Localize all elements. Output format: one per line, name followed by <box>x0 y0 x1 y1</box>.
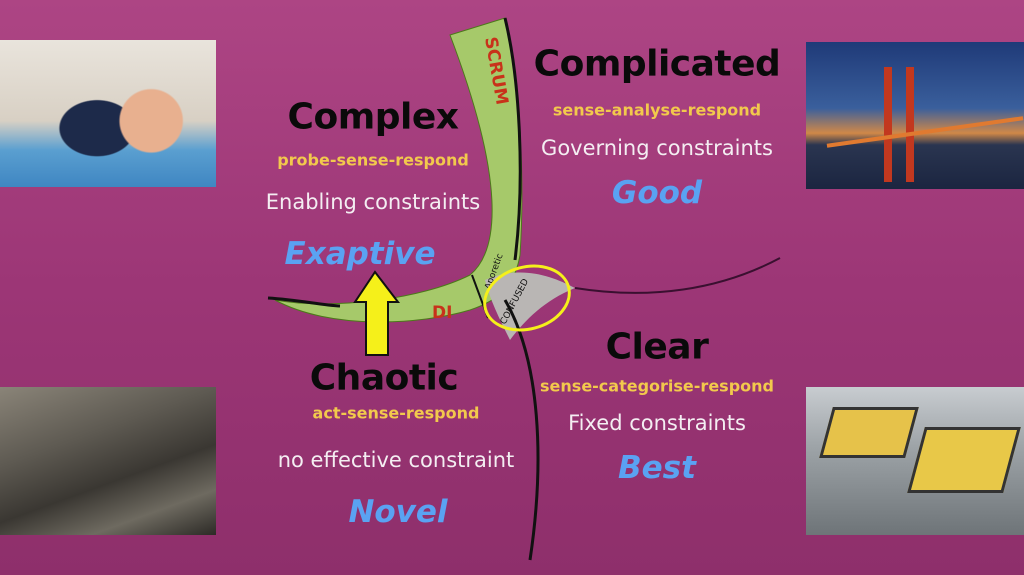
boundary-line-top <box>503 17 522 261</box>
complex-practice: Exaptive <box>284 236 436 272</box>
complicated-constraint: Governing constraints <box>541 136 773 160</box>
clear-title: Clear <box>605 326 709 368</box>
clear-practice: Best <box>618 450 696 486</box>
fryer-photo <box>806 387 1024 535</box>
baby-photo <box>0 40 216 187</box>
confused-area <box>485 272 575 340</box>
boundary-line-left <box>267 296 341 308</box>
chaotic-title: Chaotic <box>309 357 459 399</box>
chaotic-method: act-sense-respond <box>312 403 480 423</box>
highlight-circle <box>483 264 571 332</box>
boundary-line-right <box>574 257 781 294</box>
complex-constraint: Enabling constraints <box>265 190 481 214</box>
highlight-arrow-icon <box>353 270 401 356</box>
complex-method: probe-sense-respond <box>277 150 469 170</box>
chaotic-constraint: no effective constraint <box>277 448 515 472</box>
boundary-line-bottom <box>503 299 540 561</box>
complicated-practice: Good <box>611 175 703 211</box>
clear-method: sense-categorise-respond <box>540 376 774 396</box>
clear-constraint: Fixed constraints <box>568 411 746 435</box>
complex-title: Complex <box>287 96 459 138</box>
chaotic-practice: Novel <box>348 494 448 530</box>
complicated-method: sense-analyse-respond <box>552 100 762 120</box>
complicated-title: Complicated <box>533 43 781 85</box>
disaster-photo <box>0 387 216 535</box>
di-label: DI <box>432 303 452 323</box>
bridge-photo <box>806 42 1024 189</box>
